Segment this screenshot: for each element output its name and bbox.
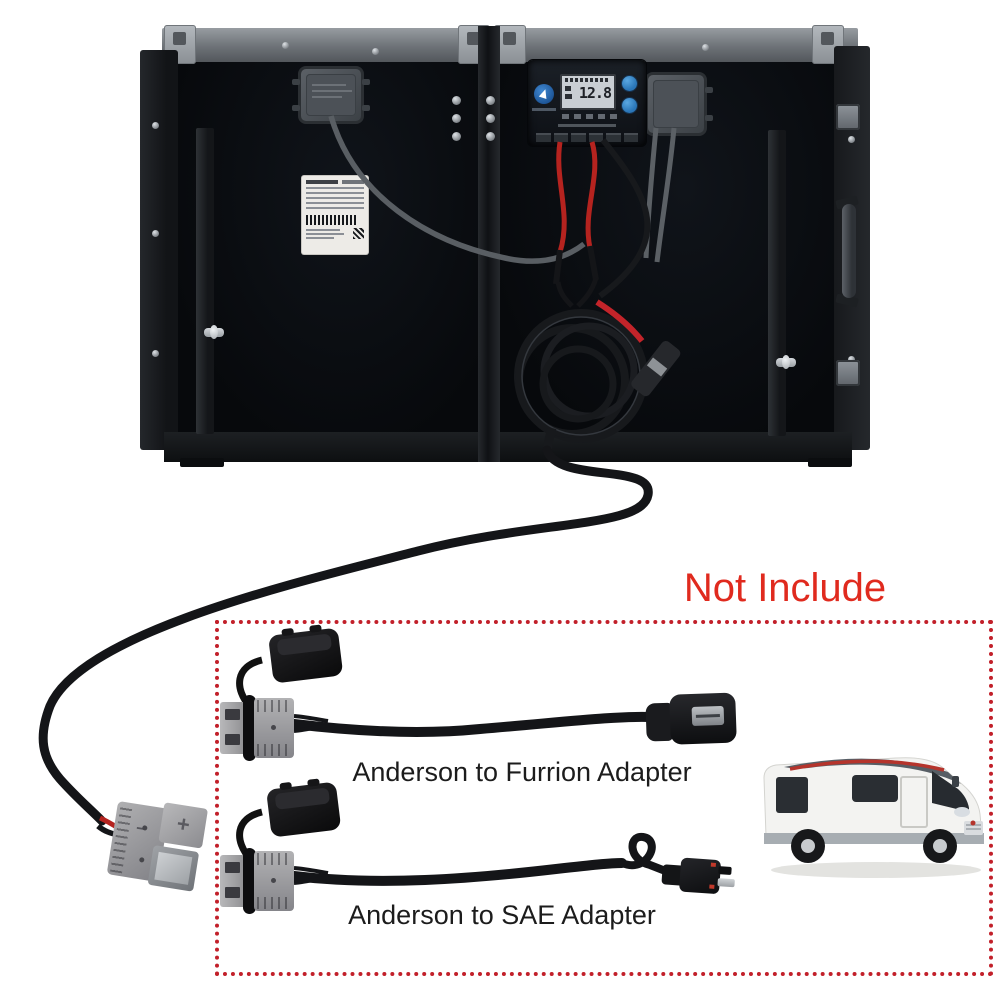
hinge-bolt [486, 96, 495, 105]
label-footer [306, 228, 364, 240]
sae-red-mark [710, 862, 717, 867]
lcd-value: 12.8 [578, 84, 612, 102]
wing-nut [204, 325, 224, 339]
solar-panel-back: 12.8 [140, 20, 870, 467]
sae-connector [661, 853, 744, 900]
rv-badge [970, 820, 976, 826]
controller-button-up [622, 76, 637, 91]
kickstand-leg-left [196, 128, 214, 434]
bolt [152, 122, 159, 129]
frame-bottom-rail [164, 432, 852, 462]
barcode [306, 215, 356, 225]
not-include-label: Not Include [683, 566, 887, 610]
plus-marking: + [158, 802, 209, 849]
indicator-icon [598, 114, 605, 119]
sae-red-mark [709, 884, 715, 889]
sun-icon [565, 86, 571, 91]
controller-button-down [622, 98, 637, 113]
indicator-icon [586, 114, 593, 119]
hinge-bolt [452, 114, 461, 123]
lcd-display: 12.8 [560, 74, 616, 110]
lcd-status-icons [565, 78, 608, 82]
kickstand-leg-right [768, 130, 786, 436]
frame-foot [808, 458, 852, 467]
indicator-icon [574, 114, 581, 119]
charge-controller: 12.8 [528, 60, 646, 146]
brand-text [532, 108, 556, 111]
anderson-housing [254, 698, 294, 758]
panel-anderson-connector: − + [106, 793, 215, 895]
furrion-connector [645, 692, 739, 745]
carry-handle [842, 204, 856, 298]
anderson-mating-face [220, 855, 246, 907]
frame-top-rail [162, 25, 858, 64]
junction-box-right [639, 72, 713, 136]
bolt [152, 350, 159, 357]
anderson-contact-window [147, 845, 200, 892]
bolt [702, 44, 709, 51]
bolt [282, 42, 289, 49]
label-brand-row [306, 180, 364, 184]
sae-adapter-label: Anderson to SAE Adapter [348, 900, 656, 930]
hinge-bolt [452, 132, 461, 141]
hinge-bolt [486, 114, 495, 123]
sae-negative-prong [718, 866, 732, 876]
junction-box-left [292, 66, 370, 124]
indicator-icon [562, 114, 569, 119]
furrion-adapter-label: Anderson to Furrion Adapter [352, 757, 692, 787]
furrion-adapter-anderson-connector [220, 695, 294, 761]
case-latch-bottom [836, 360, 860, 386]
wing-nut [776, 355, 796, 369]
center-hinge-column [478, 26, 500, 462]
frame-left-rail [140, 50, 178, 450]
furrion-latch [691, 705, 725, 726]
sae-positive-prong [717, 878, 735, 888]
controller-caption-text [558, 124, 616, 127]
brand-logo-icon [534, 84, 554, 104]
battery-icon [565, 94, 572, 99]
rv-motorhome-image [763, 757, 984, 878]
bolt [372, 48, 379, 55]
case-latch-top [836, 104, 860, 130]
qr-code [353, 228, 364, 239]
bolt [848, 136, 855, 143]
bolt [848, 356, 855, 363]
indicator-icon [610, 114, 617, 119]
bolt [152, 230, 159, 237]
o-ring [243, 848, 256, 914]
frame-foot [180, 458, 224, 467]
terminal-block [536, 133, 638, 142]
hinge-bolt [486, 132, 495, 141]
specification-label [302, 176, 368, 254]
label-spec-rows [306, 187, 364, 212]
hinge-bolt [452, 96, 461, 105]
